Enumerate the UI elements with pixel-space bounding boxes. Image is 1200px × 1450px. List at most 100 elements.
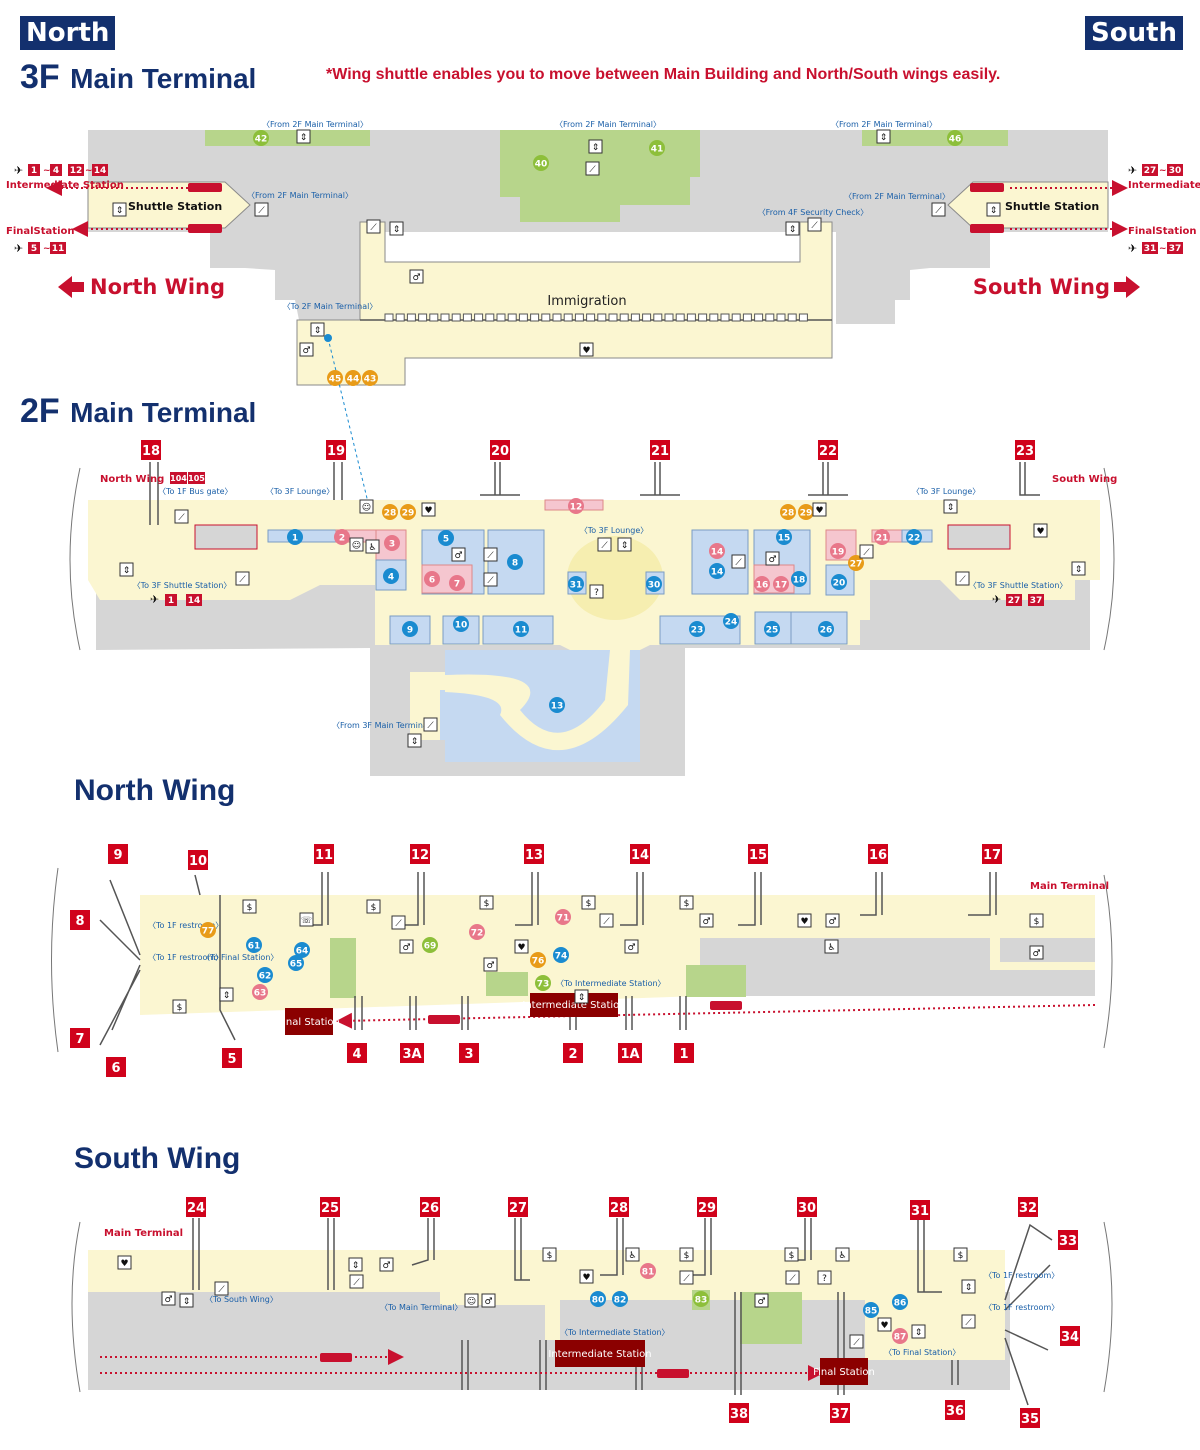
- shop-marker[interactable]: 24: [723, 613, 739, 629]
- shop-marker[interactable]: 76: [530, 952, 546, 968]
- shop-marker[interactable]: 45: [327, 370, 343, 386]
- gate-marker[interactable]: 38: [729, 1403, 749, 1423]
- gate-marker[interactable]: 21: [650, 440, 670, 460]
- gate-marker[interactable]: 4: [347, 1043, 367, 1063]
- shop-marker[interactable]: 29: [798, 504, 814, 520]
- shop-marker[interactable]: 21: [874, 529, 890, 545]
- gate-marker[interactable]: 10: [188, 850, 208, 870]
- gate-marker[interactable]: 5: [222, 1048, 242, 1068]
- shop-marker[interactable]: 23: [689, 621, 705, 637]
- gate-marker[interactable]: 28: [609, 1197, 629, 1217]
- gate-marker[interactable]: 1A: [618, 1043, 642, 1063]
- shop-marker[interactable]: 71: [555, 909, 571, 925]
- gate-marker[interactable]: 36: [945, 1400, 965, 1420]
- shop-marker[interactable]: 28: [780, 504, 796, 520]
- shop-marker[interactable]: 3: [384, 535, 400, 551]
- shop-marker[interactable]: 19: [830, 543, 846, 559]
- shop-marker[interactable]: 16: [754, 576, 770, 592]
- gate-marker[interactable]: 30: [797, 1197, 817, 1217]
- shop-marker[interactable]: 82: [612, 1291, 628, 1307]
- gate-marker[interactable]: 33: [1058, 1230, 1078, 1250]
- shop-marker[interactable]: 40: [533, 155, 549, 171]
- gate-marker[interactable]: 1: [674, 1043, 694, 1063]
- gate-marker[interactable]: 23: [1015, 440, 1035, 460]
- gate-marker[interactable]: 9: [108, 844, 128, 864]
- shop-marker[interactable]: 41: [649, 140, 665, 156]
- shop-marker[interactable]: 65: [288, 955, 304, 971]
- gate-marker[interactable]: 34: [1060, 1326, 1080, 1346]
- gate-marker[interactable]: 20: [490, 440, 510, 460]
- shop-marker[interactable]: 28: [382, 504, 398, 520]
- shop-marker[interactable]: 73: [535, 975, 551, 991]
- gate-marker[interactable]: 11: [314, 844, 334, 864]
- shop-marker[interactable]: 22: [906, 529, 922, 545]
- gate-marker[interactable]: 32: [1018, 1197, 1038, 1217]
- gate-marker[interactable]: 7: [70, 1028, 90, 1048]
- shop-marker[interactable]: 5: [438, 530, 454, 546]
- gate-marker[interactable]: 18: [141, 440, 161, 460]
- gate-marker[interactable]: 27: [508, 1197, 528, 1217]
- gate-marker[interactable]: 12: [410, 844, 430, 864]
- gate-marker[interactable]: 22: [818, 440, 838, 460]
- shop-marker[interactable]: 87: [892, 1328, 908, 1344]
- shop-marker[interactable]: 17: [773, 576, 789, 592]
- gate-marker[interactable]: 37: [830, 1403, 850, 1423]
- gate-marker[interactable]: 8: [70, 910, 90, 930]
- shop-marker[interactable]: 1: [287, 529, 303, 545]
- gate-marker[interactable]: 3A: [400, 1043, 424, 1063]
- gate-marker[interactable]: 31: [910, 1200, 930, 1220]
- shop-marker[interactable]: 12: [568, 498, 584, 514]
- gate-marker[interactable]: 29: [697, 1197, 717, 1217]
- shop-marker[interactable]: 83: [693, 1291, 709, 1307]
- gate-marker[interactable]: 35: [1020, 1408, 1040, 1428]
- shop-marker[interactable]: 14: [709, 563, 725, 579]
- gate-marker[interactable]: 3: [459, 1043, 479, 1063]
- gate-marker[interactable]: 26: [420, 1197, 440, 1217]
- shop-marker[interactable]: 63: [252, 984, 268, 1000]
- shop-marker[interactable]: 18: [791, 571, 807, 587]
- shop-marker[interactable]: 81: [640, 1263, 656, 1279]
- shop-marker[interactable]: 2: [334, 529, 350, 545]
- gate-marker[interactable]: 17: [982, 844, 1002, 864]
- gate-marker[interactable]: 2: [563, 1043, 583, 1063]
- shop-marker[interactable]: 80: [590, 1291, 606, 1307]
- shop-marker[interactable]: 72: [469, 924, 485, 940]
- shop-marker[interactable]: 14: [709, 543, 725, 559]
- gate-marker[interactable]: 15: [748, 844, 768, 864]
- shop-marker[interactable]: 77: [200, 922, 216, 938]
- shop-marker[interactable]: 85: [863, 1302, 879, 1318]
- shop-marker[interactable]: 64: [294, 942, 310, 958]
- shop-marker[interactable]: 8: [507, 554, 523, 570]
- shop-marker[interactable]: 10: [453, 616, 469, 632]
- shop-marker[interactable]: 42: [253, 130, 269, 146]
- gate-marker[interactable]: 6: [106, 1057, 126, 1077]
- shop-marker[interactable]: 13: [549, 697, 565, 713]
- gate-marker[interactable]: 24: [186, 1197, 206, 1217]
- gate-marker[interactable]: 25: [320, 1197, 340, 1217]
- shop-marker[interactable]: 62: [257, 967, 273, 983]
- shop-marker[interactable]: 86: [892, 1294, 908, 1310]
- shop-marker[interactable]: 26: [818, 621, 834, 637]
- shop-marker[interactable]: 69: [422, 937, 438, 953]
- shop-marker[interactable]: 11: [513, 621, 529, 637]
- shop-marker[interactable]: 20: [831, 574, 847, 590]
- shop-marker[interactable]: 15: [776, 529, 792, 545]
- shop-marker[interactable]: 61: [246, 937, 262, 953]
- shop-marker[interactable]: 31: [568, 576, 584, 592]
- gate-marker[interactable]: 16: [868, 844, 888, 864]
- gate-marker[interactable]: 19: [326, 440, 346, 460]
- shop-marker[interactable]: 7: [449, 575, 465, 591]
- shop-marker[interactable]: 27: [848, 555, 864, 571]
- gate-marker[interactable]: 14: [630, 844, 650, 864]
- shop-marker[interactable]: 4: [383, 568, 399, 584]
- gate-marker[interactable]: 13: [524, 844, 544, 864]
- shop-marker[interactable]: 6: [424, 571, 440, 587]
- shop-marker[interactable]: 25: [764, 621, 780, 637]
- shop-marker[interactable]: 74: [553, 947, 569, 963]
- shop-marker[interactable]: 9: [402, 621, 418, 637]
- shop-marker[interactable]: 43: [362, 370, 378, 386]
- shop-marker[interactable]: 30: [646, 576, 662, 592]
- shop-marker[interactable]: 29: [400, 504, 416, 520]
- shop-marker[interactable]: 44: [345, 370, 361, 386]
- shop-marker[interactable]: 46: [947, 130, 963, 146]
